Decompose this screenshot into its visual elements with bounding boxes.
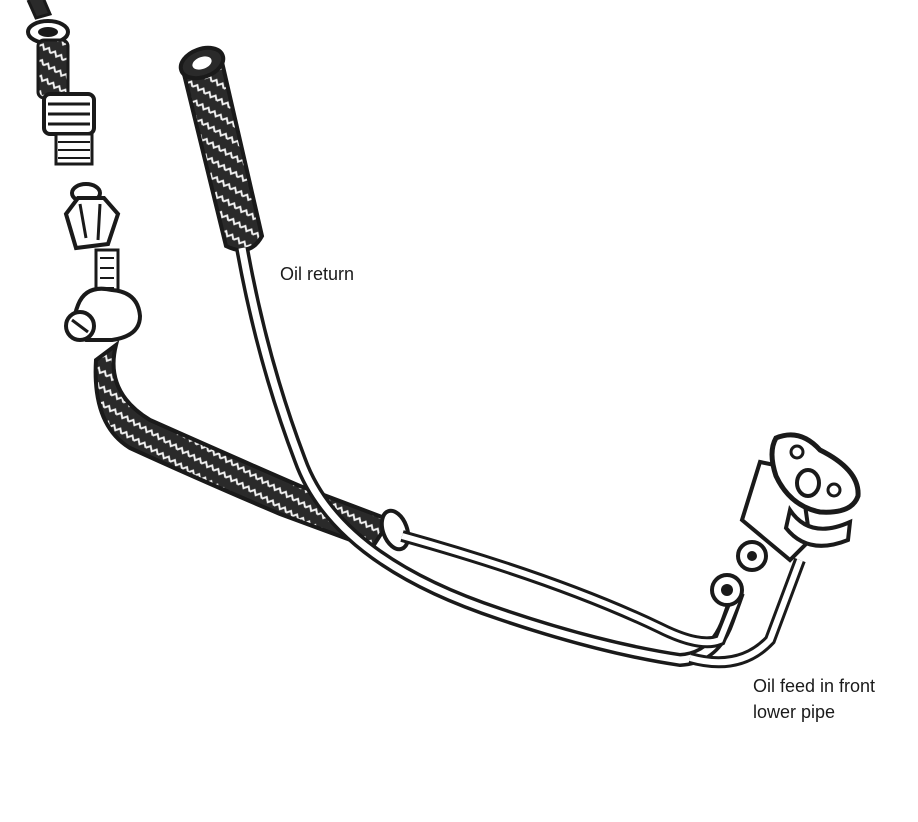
oil-return-label: Oil return bbox=[280, 264, 355, 284]
oil-feed-label-line1: Oil feed in front bbox=[753, 676, 876, 696]
union-nut-and-clip bbox=[63, 182, 143, 342]
rigid-pipes bbox=[235, 246, 806, 669]
oil-feed-label-line2: lower pipe bbox=[753, 702, 836, 722]
flange-block bbox=[710, 432, 861, 607]
oil-feed-label: Oil feed in front lower pipe bbox=[753, 673, 875, 725]
upper-hose-fitting bbox=[26, 0, 96, 166]
oil-return-hose bbox=[178, 45, 265, 253]
braided-feed-hose bbox=[93, 339, 411, 552]
